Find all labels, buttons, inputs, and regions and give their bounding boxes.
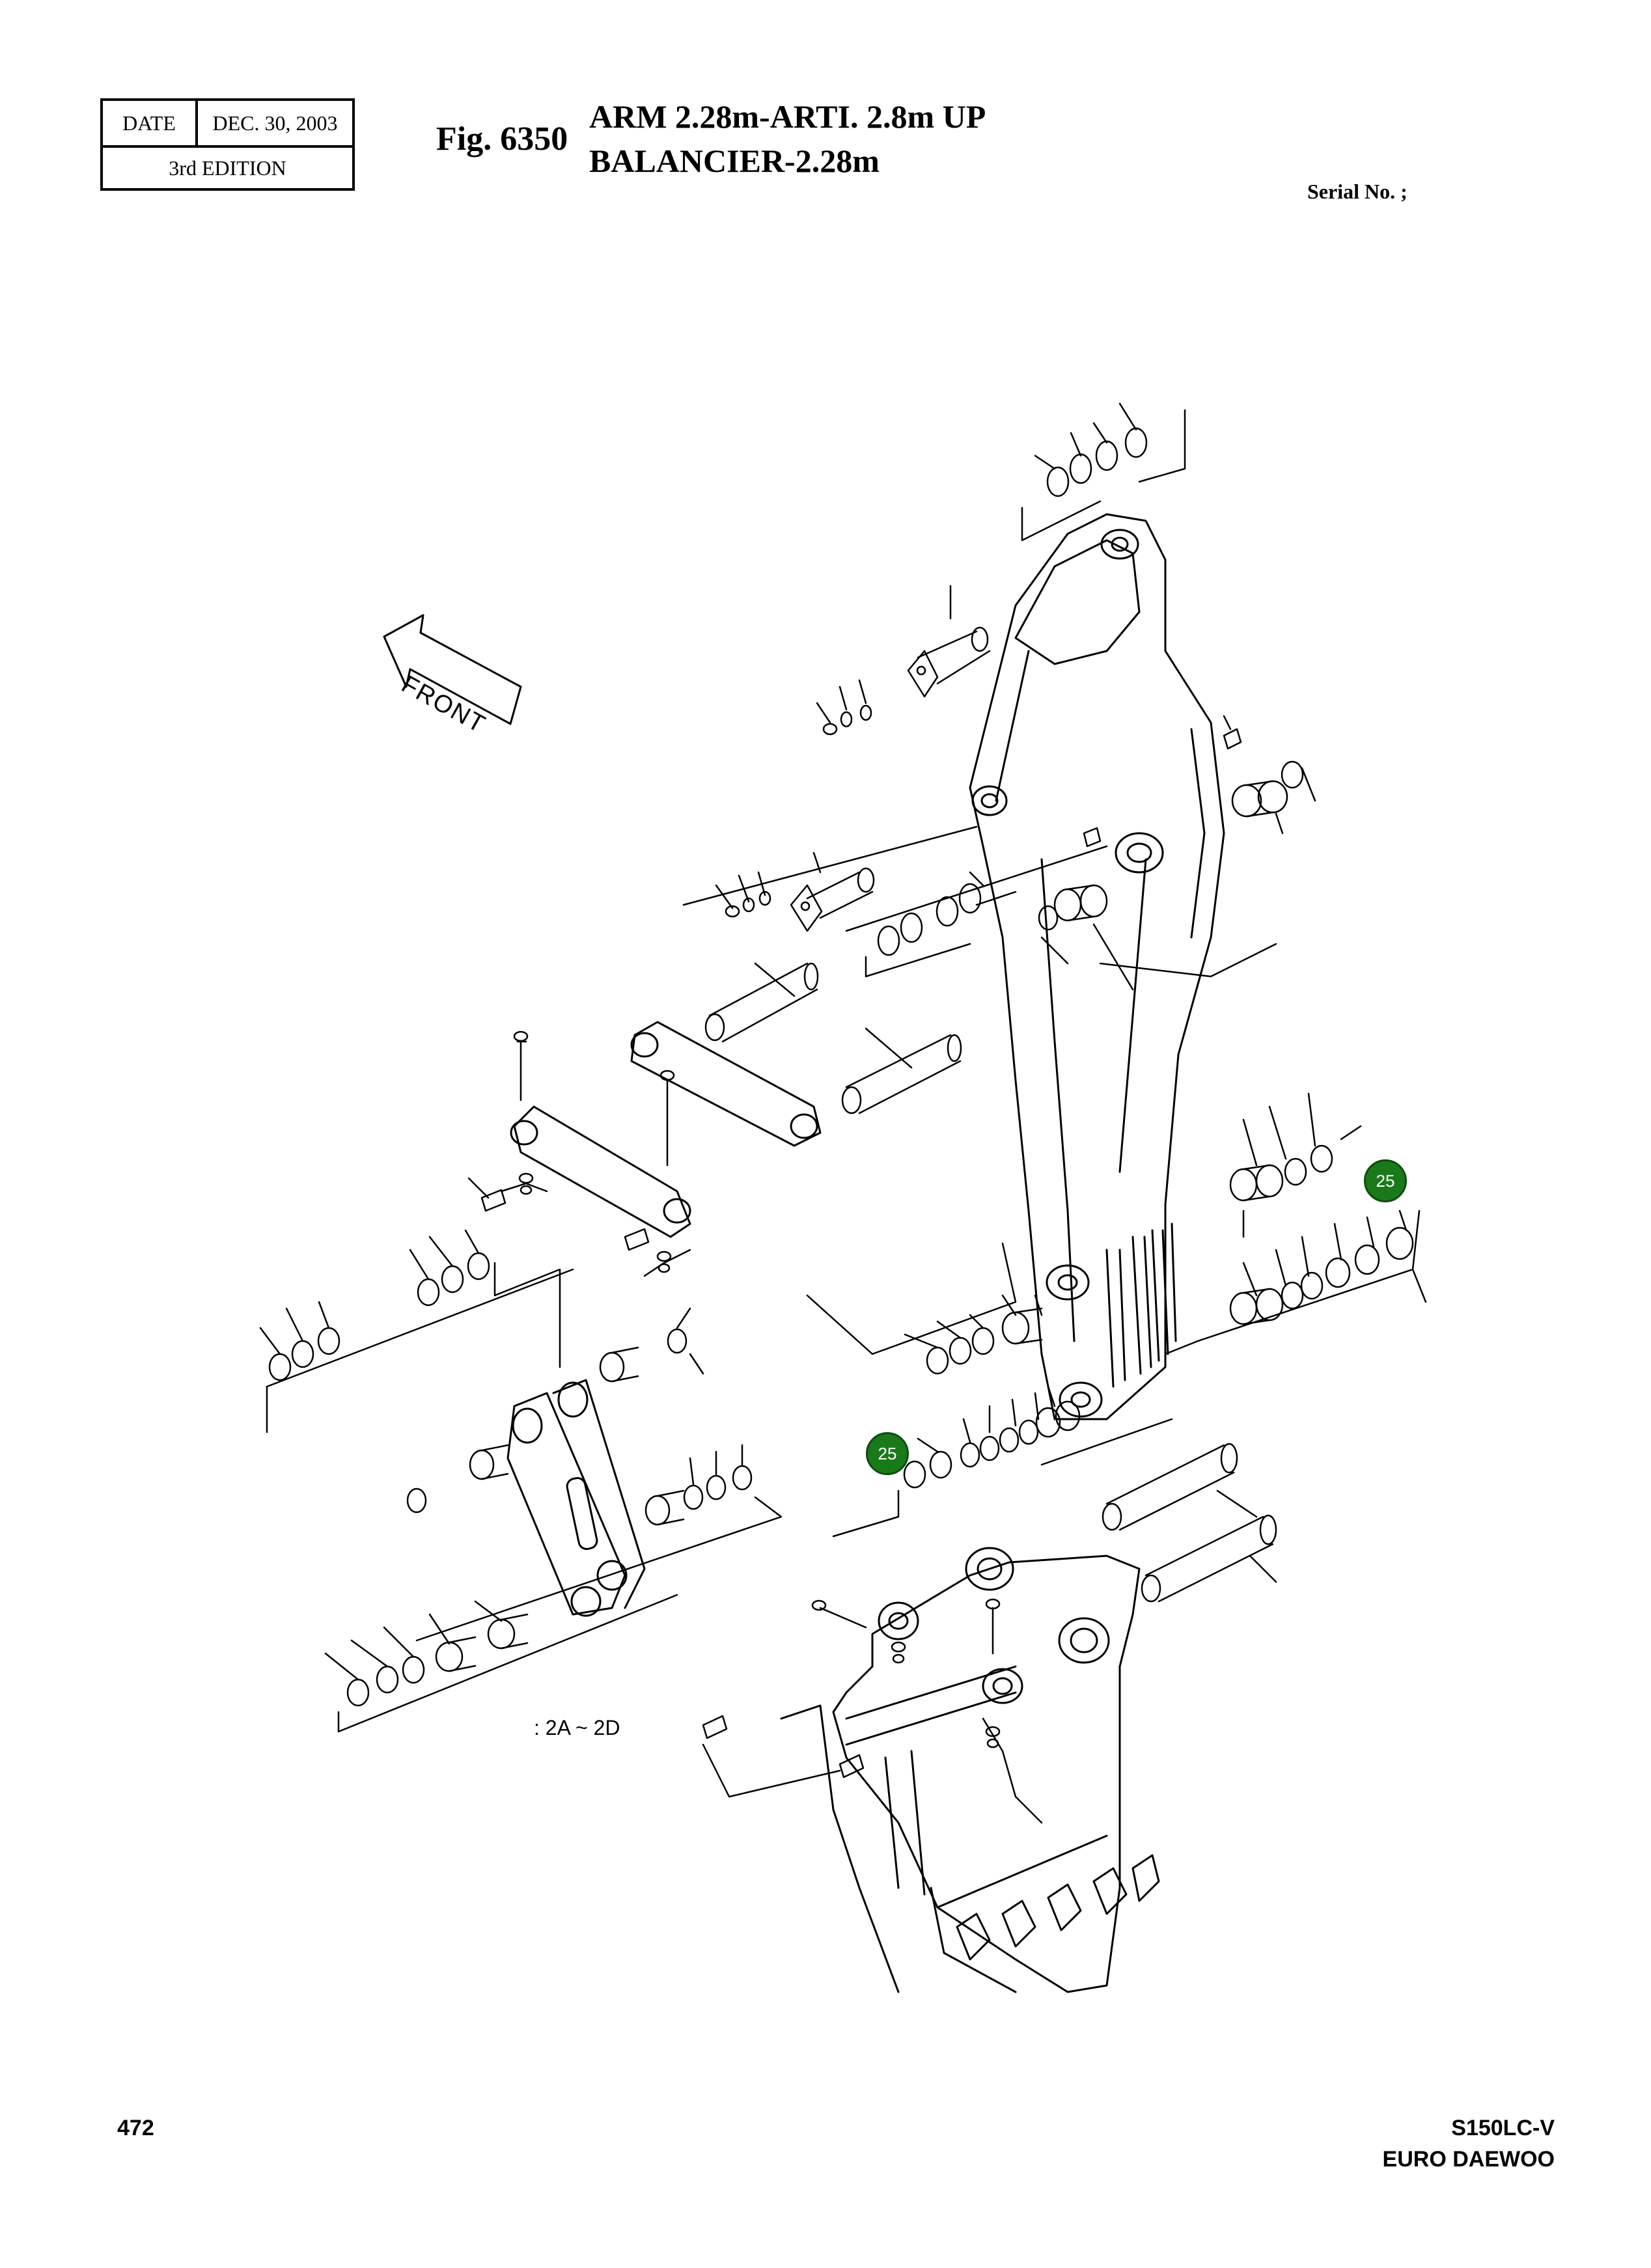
side-link-upper bbox=[511, 1022, 820, 1237]
link-pin-1 bbox=[706, 963, 818, 1042]
link-bolts bbox=[501, 1032, 690, 1276]
right-stack-2 bbox=[1165, 1211, 1426, 1354]
date-edition-box: DATE DEC. 30, 2003 3rd EDITION bbox=[100, 98, 355, 191]
bucket-pin-upper bbox=[1103, 1444, 1256, 1530]
top-washer-stack bbox=[1022, 404, 1185, 540]
page-number: 472 bbox=[117, 2116, 154, 2140]
leader-lines bbox=[684, 827, 1276, 976]
variant-note: : 2A ~ 2D bbox=[534, 1716, 620, 1739]
date-row: DATE DEC. 30, 2003 bbox=[103, 101, 352, 148]
bushing-center bbox=[1039, 885, 1133, 989]
lower-center-washers bbox=[833, 1387, 1172, 1536]
edition-label: 3rd EDITION bbox=[169, 156, 286, 180]
upper-bolt-washer bbox=[817, 680, 871, 734]
bucket bbox=[781, 1548, 1159, 1992]
right-bushing-upper bbox=[1232, 762, 1315, 833]
washer-group-left-2 bbox=[260, 1269, 573, 1432]
title-line-2: BALANCIER-2.28m bbox=[589, 143, 880, 179]
mid-washer-row bbox=[866, 872, 1016, 976]
figure-number: Fig. 6350 bbox=[436, 120, 568, 158]
bucket-pin-lower bbox=[1142, 1515, 1276, 1601]
front-arrow-icon bbox=[384, 615, 521, 724]
center-lower-stack bbox=[807, 1243, 1042, 1374]
push-link bbox=[508, 1380, 645, 1616]
serial-number-label: Serial No. ; bbox=[1307, 180, 1408, 203]
title-line-1: ARM 2.28m-ARTI. 2.8m UP bbox=[589, 98, 986, 135]
push-link-bushings bbox=[408, 1308, 703, 1512]
washer-group-left-1 bbox=[410, 1230, 560, 1367]
right-washers-lower bbox=[417, 1445, 781, 1640]
model-name: S150LC-V bbox=[1451, 2116, 1555, 2140]
grease-fitting-right bbox=[1084, 716, 1241, 846]
callout-25-left: 25 bbox=[866, 1432, 909, 1475]
date-value: DEC. 30, 2003 bbox=[212, 111, 338, 135]
date-label: DATE bbox=[103, 101, 198, 145]
upper-pin bbox=[908, 586, 990, 697]
link-pin-2 bbox=[842, 1029, 961, 1113]
right-stack-1 bbox=[1230, 1094, 1361, 1237]
lower-left-washers bbox=[326, 1595, 677, 1732]
manufacturer-name: EURO DAEWOO bbox=[1382, 2147, 1555, 2172]
bucket-bolts bbox=[703, 1599, 1042, 1823]
arm-body bbox=[970, 514, 1224, 1419]
callout-25-right: 25 bbox=[1364, 1159, 1407, 1202]
grease-fittings-link bbox=[469, 1178, 648, 1250]
